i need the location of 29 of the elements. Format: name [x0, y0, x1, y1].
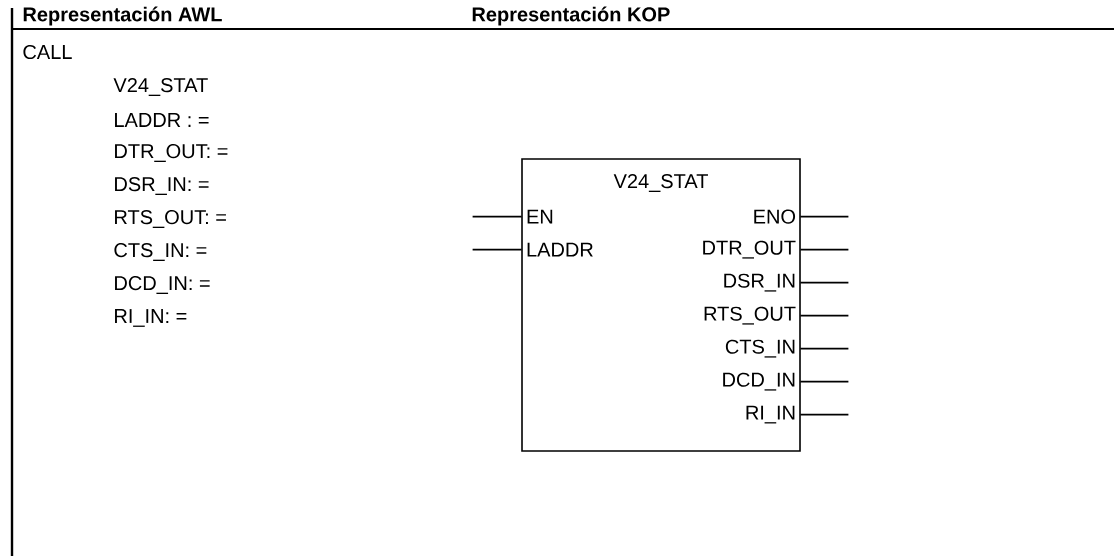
pin-label: DTR_OUT	[703, 240, 796, 259]
connection-line	[799, 248, 850, 251]
code-line: RTS_OUT: =	[115, 210, 226, 228]
code-line: DSR_IN: =	[115, 177, 209, 195]
connection-line	[799, 380, 850, 383]
code-line: CTS_IN: =	[114, 243, 207, 261]
connection-line	[799, 281, 850, 284]
pin-label: LADDR	[527, 242, 593, 257]
connection-line	[799, 314, 850, 317]
column-header: Representación AWL	[23, 6, 222, 26]
pin-label: EN	[527, 209, 553, 224]
connection-line	[799, 413, 850, 416]
connection-line	[799, 347, 850, 350]
pin-label: RTS_OUT	[704, 306, 796, 325]
connection-line	[471, 215, 523, 218]
code-line: RI_IN: =	[115, 309, 187, 327]
connection-line	[471, 248, 523, 251]
pin-label: DCD_IN	[723, 372, 795, 391]
code-line: V24_STAT	[113, 78, 208, 96]
pin-label: ENO	[754, 209, 796, 224]
column-header: Representación KOP	[472, 6, 670, 26]
connection-line	[799, 215, 850, 218]
code-line: DTR_OUT: =	[115, 144, 228, 162]
pin-label: DSR_IN	[724, 273, 795, 292]
pin-label: RI_IN	[746, 405, 795, 424]
pin-label: CTS_IN	[725, 339, 795, 358]
code-line: CALL	[23, 44, 72, 60]
code-line: DCD_IN: =	[115, 276, 210, 294]
code-line: LADDR : =	[115, 113, 209, 127]
